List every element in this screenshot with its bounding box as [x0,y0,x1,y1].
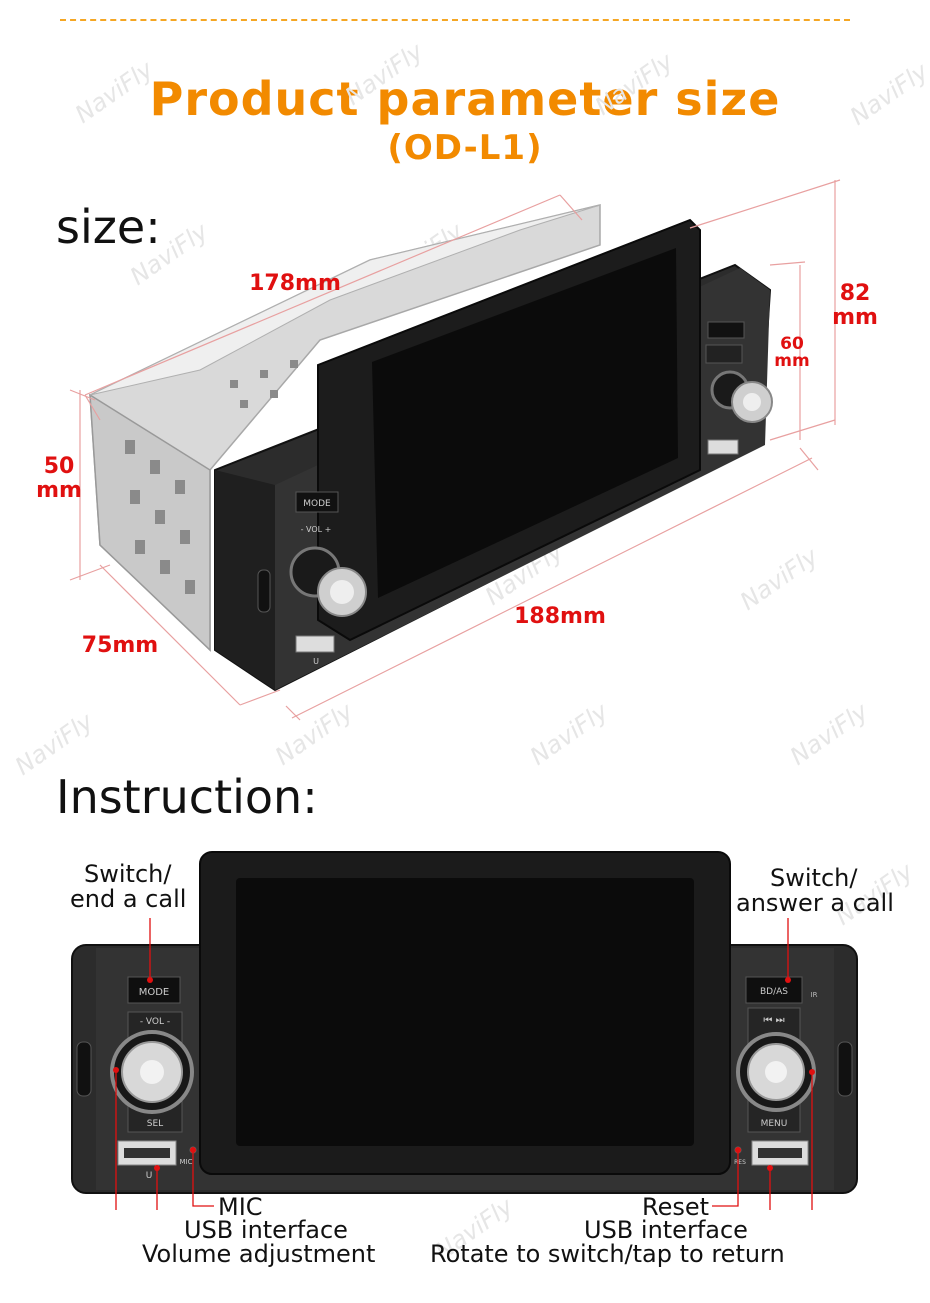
callout-reset: Reset [642,1193,710,1221]
res-label: RES [734,1159,746,1166]
header-dashed-rule [60,19,850,21]
dimension-panel-height: 60 mm [774,334,810,371]
screen-3d [317,218,701,642]
menu-label: MENU [761,1119,788,1129]
svg-text:MODE: MODE [303,499,331,509]
leader-lines [115,918,813,1210]
svg-text:U: U [313,657,319,666]
usb-left-label: U [146,1171,153,1181]
callout-usb-right: USB interface [584,1216,748,1244]
dimension-width: 188mm [514,604,606,629]
callout-switch-answer-call-line2: answer a call [736,889,894,917]
page-title: Product parameter size [149,72,781,126]
dimension-lines [69,179,841,721]
svg-text:- VOL +: - VOL + [301,525,332,534]
front-view-illustration: MODE - VOL - SEL U MIC BD/AS IR ⏮ ⏭ MENU… [71,851,858,1210]
model-code: (OD-L1) [387,128,543,168]
callout-switch-end-call: Switch/ [84,860,172,888]
callout-switch-answer-call: Switch/ [770,864,858,892]
right-slot [837,1041,853,1097]
prev-next-label: ⏮ ⏭ [763,1015,784,1026]
callout-switch-end-call-line2: end a call [70,885,187,913]
dimension-body-height: 50 mm [36,454,82,503]
instruction-heading: Instruction: [56,770,318,824]
callout-rotate: Rotate to switch/tap to return [430,1240,785,1268]
left-slot [76,1041,92,1097]
callout-usb-left: USB interface [184,1216,348,1244]
ir-label: IR [811,991,818,999]
right-controls-3d [705,321,773,455]
dimension-total-height: 82 mm [832,281,878,330]
callout-volume: Volume adjustment [142,1240,376,1268]
mic-label: MIC [180,1158,193,1166]
screen [236,878,694,1146]
size-heading: size: [56,200,161,254]
bd-as-button [745,976,803,1004]
mode-label: MODE [139,987,170,998]
dimension-depth: 75mm [81,633,159,658]
callout-mic: MIC [218,1193,263,1221]
vol-label: - VOL - [140,1017,170,1027]
product-3d-illustration: MODE - VOL + U [69,179,841,721]
dimension-length: 178mm [249,271,341,296]
bd-as-label: BD/AS [760,987,788,997]
left-controls-3d: MODE - VOL + U [289,491,367,666]
metal-chassis [89,204,601,652]
sel-label: SEL [147,1119,163,1129]
mode-button [127,976,181,1004]
